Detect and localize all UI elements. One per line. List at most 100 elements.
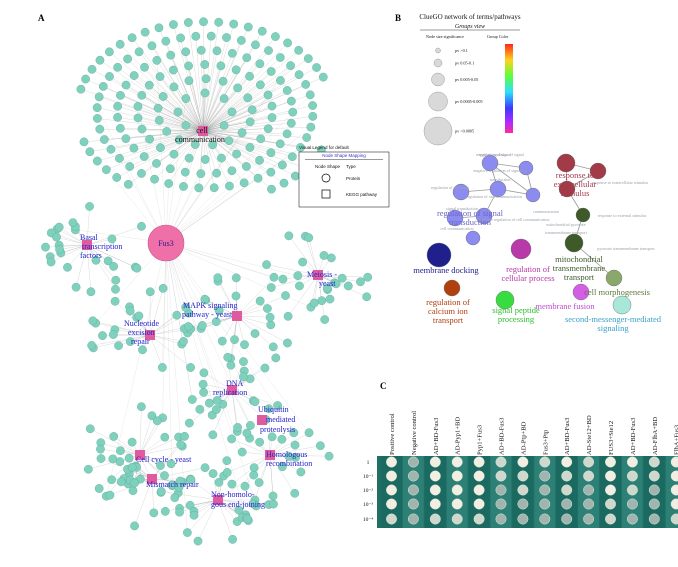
protein-node xyxy=(200,155,210,164)
size-bin-label: pv 0.005-0.05 xyxy=(455,77,478,82)
protein-node xyxy=(317,296,327,306)
network-edge xyxy=(149,307,186,336)
protein-node xyxy=(76,84,86,94)
network-edge xyxy=(195,36,204,132)
protein-node xyxy=(302,133,312,142)
protein-node xyxy=(169,65,178,75)
network-edge xyxy=(187,499,219,533)
network-edge xyxy=(236,315,288,344)
network-edge xyxy=(99,60,204,132)
protein-node xyxy=(162,127,172,136)
protein-node xyxy=(107,475,116,485)
protein-node xyxy=(308,101,317,110)
protein-node xyxy=(105,47,114,57)
protein-node xyxy=(156,461,165,470)
colony-spot xyxy=(561,470,573,482)
protein-node xyxy=(331,279,341,289)
protein-node xyxy=(255,296,265,306)
protein-node xyxy=(222,468,232,477)
protein-node xyxy=(180,432,189,441)
network-edge xyxy=(93,334,151,348)
protein-node xyxy=(193,536,203,546)
network-edge xyxy=(202,130,306,169)
protein-node xyxy=(208,140,217,150)
plate-row-label: 10⁻³ xyxy=(363,502,373,508)
network-edge xyxy=(269,454,274,497)
network-edge xyxy=(144,130,204,157)
network-edge xyxy=(236,295,286,317)
protein-node xyxy=(208,430,218,440)
plate-column-header: AD+BD-Fus3 xyxy=(433,417,440,455)
protein-node xyxy=(214,17,224,27)
network-edge xyxy=(86,244,116,281)
protein-node xyxy=(176,440,186,450)
network-edge xyxy=(202,127,311,132)
protein-node xyxy=(170,493,180,503)
protein-node xyxy=(245,71,254,81)
network-edge xyxy=(202,130,217,174)
plate-column-header: AD+BD-Fus3 xyxy=(564,417,571,455)
protein-node xyxy=(184,18,193,27)
network-edge xyxy=(156,60,204,132)
protein-node xyxy=(113,113,122,122)
protein-node xyxy=(54,222,64,232)
protein-node xyxy=(114,341,123,351)
plate-column-header: Pyp1+Fus3 xyxy=(477,424,484,455)
protein-node xyxy=(316,441,325,451)
pathway-hub-square xyxy=(145,330,155,340)
protein-node xyxy=(268,491,278,501)
protein-node xyxy=(293,271,303,280)
colony-spot xyxy=(605,484,616,496)
protein-node xyxy=(217,153,226,163)
cluego-term-node xyxy=(489,180,507,198)
colony-spot xyxy=(561,484,573,496)
network-edge xyxy=(86,244,137,269)
size-bin-circle xyxy=(428,91,448,112)
network-edge xyxy=(266,264,319,276)
colony-spot xyxy=(583,513,595,525)
protein-node xyxy=(183,528,192,537)
protein-node xyxy=(109,330,118,339)
pathway-hub-square xyxy=(135,450,145,460)
network-edge xyxy=(165,242,254,401)
colony-spot xyxy=(495,470,507,482)
network-edge xyxy=(165,242,298,276)
protein-node xyxy=(166,50,176,60)
hub-label-mismatch: Mismatch repair xyxy=(146,480,199,489)
protein-node xyxy=(155,72,165,81)
network-edge xyxy=(165,50,299,244)
protein-node xyxy=(186,475,196,485)
protein-node xyxy=(250,397,260,407)
protein-node xyxy=(240,340,249,349)
legend-square-icon xyxy=(321,189,331,199)
protein-node xyxy=(160,432,170,442)
protein-node xyxy=(265,312,275,322)
network-edge xyxy=(317,274,367,297)
colony-spot xyxy=(561,456,573,468)
protein-node xyxy=(227,166,237,176)
protein-node xyxy=(216,61,226,71)
network-edge xyxy=(305,236,319,276)
protein-node xyxy=(184,418,194,428)
protein-node xyxy=(267,184,276,194)
protein-node xyxy=(200,88,210,98)
protein-node xyxy=(105,72,114,81)
protein-node xyxy=(214,477,224,487)
protein-node xyxy=(225,181,234,191)
network-edge xyxy=(75,244,88,288)
network-edge xyxy=(165,242,173,485)
size-bin-label: pv <0.0005 xyxy=(455,129,474,134)
protein-node xyxy=(322,283,332,293)
network-edge xyxy=(217,281,238,317)
protein-node xyxy=(153,103,163,113)
network-edge xyxy=(149,334,184,342)
cluego-term-label: regulation of signaling xyxy=(431,185,470,190)
protein-node xyxy=(283,311,293,321)
protein-node xyxy=(85,424,95,434)
protein-node xyxy=(87,341,97,350)
network-edge xyxy=(202,117,273,132)
protein-node xyxy=(169,20,178,29)
network-edge xyxy=(202,130,230,187)
